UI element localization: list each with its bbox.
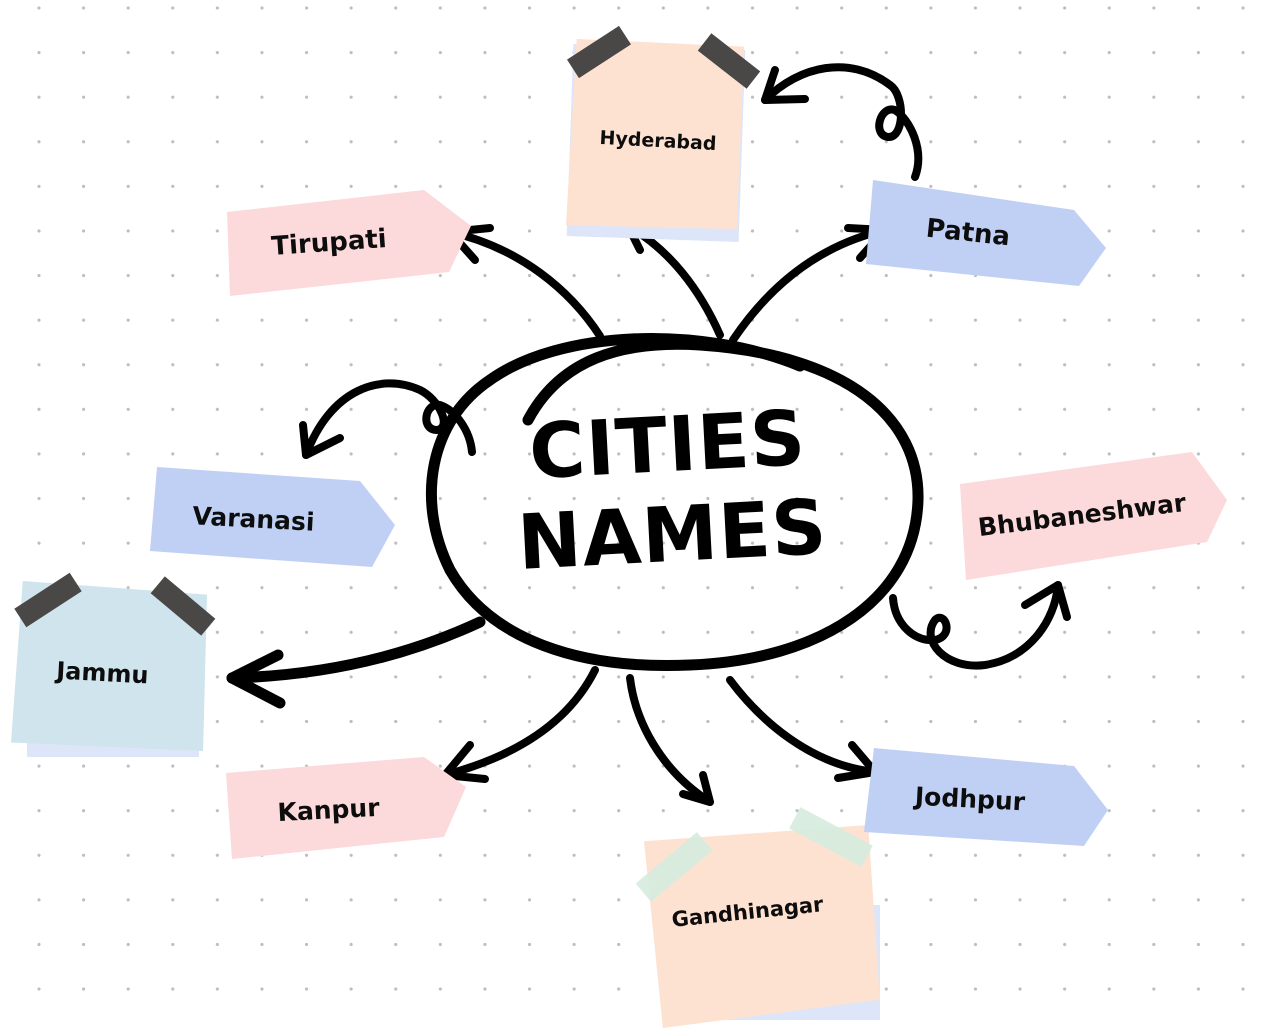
tag-shape	[866, 180, 1106, 286]
tag-shape	[226, 757, 466, 859]
arrow-to-varanasi	[299, 379, 476, 459]
node-kanpur[interactable]: Kanpur	[226, 755, 471, 865]
central-ellipse	[425, 333, 924, 672]
node-jammu[interactable]: Jammu	[5, 572, 220, 760]
tag-shape	[864, 748, 1108, 846]
arrow-to-gandhinagar	[626, 674, 714, 806]
tag-shape	[227, 190, 471, 296]
node-jodhpur[interactable]: Jodhpur	[864, 748, 1112, 850]
arrow-to-jodhpur	[726, 676, 879, 782]
tag-shape	[150, 467, 395, 567]
node-gandhinagar[interactable]: Gandhinagar	[630, 805, 885, 1028]
node-tirupati[interactable]: Tirupati	[224, 188, 474, 298]
arrow-to-jammu	[226, 616, 486, 709]
node-hyderabad[interactable]: Hyderabad	[558, 25, 761, 245]
arrow-patna-to-hyderabad	[761, 63, 923, 181]
arrow-to-bhubaneshwar	[889, 581, 1071, 670]
arrow-to-kanpur	[441, 666, 599, 783]
central-topic: CITIES NAMES	[466, 390, 875, 591]
sticky-note-paper	[566, 39, 744, 229]
node-bhubaneshwar[interactable]: Bhubaneshwar	[952, 450, 1232, 580]
node-patna[interactable]: Patna	[866, 178, 1110, 288]
node-varanasi[interactable]: Varanasi	[150, 467, 395, 570]
tag-shape	[960, 452, 1227, 580]
